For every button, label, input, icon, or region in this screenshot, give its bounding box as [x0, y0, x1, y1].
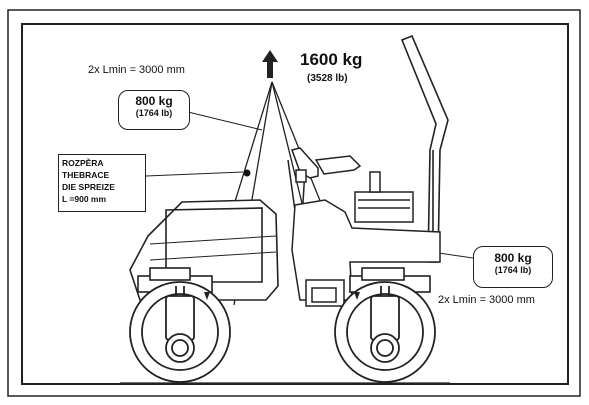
left-load-box: 800 kg (1764 lb): [118, 90, 190, 130]
rops-frame: [400, 34, 449, 263]
brace-label-de: DIE SPREIZE: [62, 182, 115, 192]
inner-frame: [21, 23, 569, 385]
rear-drum: [334, 281, 436, 383]
top-load-lb: (3528 lb): [307, 73, 348, 84]
right-load-value: 800 kg: [494, 251, 532, 265]
machine-body: [291, 199, 441, 307]
brace-label-cz: ROZPĚRA: [62, 158, 104, 168]
brace-label-en: THEBRACE: [62, 170, 110, 180]
right-load-lb: (1764 lb): [494, 265, 532, 275]
lift-arrow-icon: [262, 50, 278, 78]
brace-label-length: L =900 mm: [62, 194, 107, 204]
brace-label-box: ROZPĚRA THEBRACE DIE SPREIZE L =900 mm: [58, 154, 146, 212]
outer-frame: [7, 9, 581, 397]
lifting-hooks: [204, 292, 360, 300]
right-load-box: 800 kg (1764 lb): [473, 246, 553, 288]
left-load-lb: (1764 lb): [135, 108, 173, 118]
brace-point: [243, 169, 251, 177]
left-chain-length: 2x Lmin = 3000 mm: [88, 64, 185, 76]
left-load-value: 800 kg: [135, 94, 173, 108]
steering-controls: [287, 147, 362, 219]
top-load-value: 1600 kg: [300, 50, 363, 69]
operator-seat: [354, 171, 414, 223]
front-drum: [129, 281, 231, 383]
right-chain-length: 2x Lmin = 3000 mm: [438, 294, 535, 306]
